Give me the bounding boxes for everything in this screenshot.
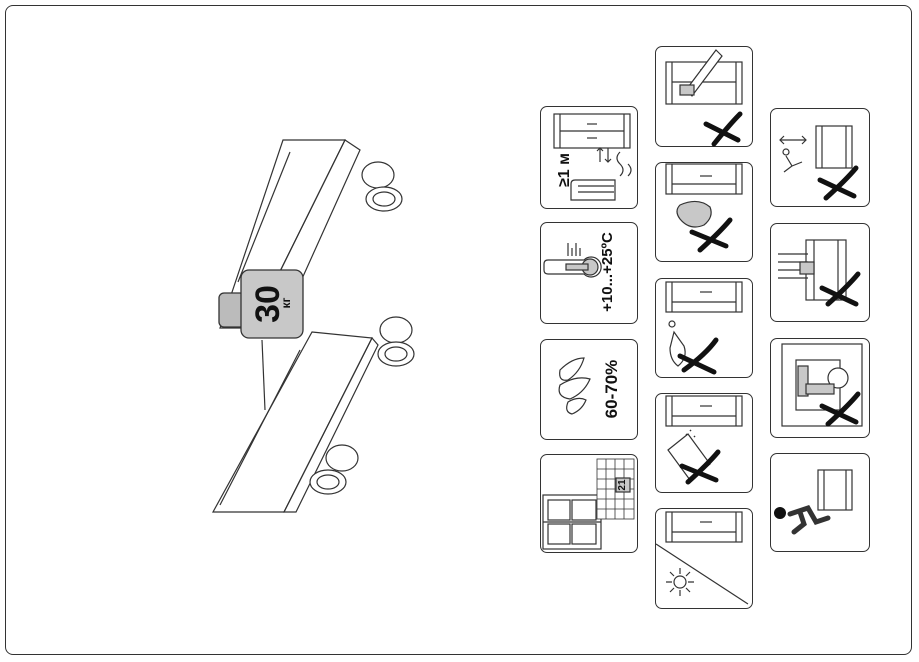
distance-label: ≥1 м: [556, 153, 573, 187]
no-abrasive-cleaning-icon: [665, 163, 743, 228]
no-sharp-tools-icon: [665, 49, 743, 105]
temperature-range-icon: [543, 243, 602, 278]
acclimatization-days-icon: [542, 458, 635, 550]
acclimatization-days: 21: [617, 479, 628, 491]
weight-tag: [218, 269, 304, 339]
page-frame: [5, 5, 912, 655]
humidity-label: 60-70%: [602, 359, 621, 419]
do-not-climb-icon: [774, 469, 853, 535]
tile-humidity: [540, 339, 638, 440]
avoid-direct-sunlight-icon: [655, 511, 749, 605]
caster-wheels: [309, 161, 415, 495]
no-solvents-icon: [665, 281, 743, 367]
prohibition-marks: [677, 111, 861, 485]
no-overloading-drawer-icon: [781, 343, 863, 427]
temperature-label: +10...+25ºC: [599, 232, 616, 312]
no-pulling-drawer-icon: [778, 239, 847, 301]
no-sliding-drawer-icon: [779, 125, 853, 173]
humidity-range-icon: [558, 357, 591, 415]
distance-from-heater-icon: [553, 113, 632, 201]
